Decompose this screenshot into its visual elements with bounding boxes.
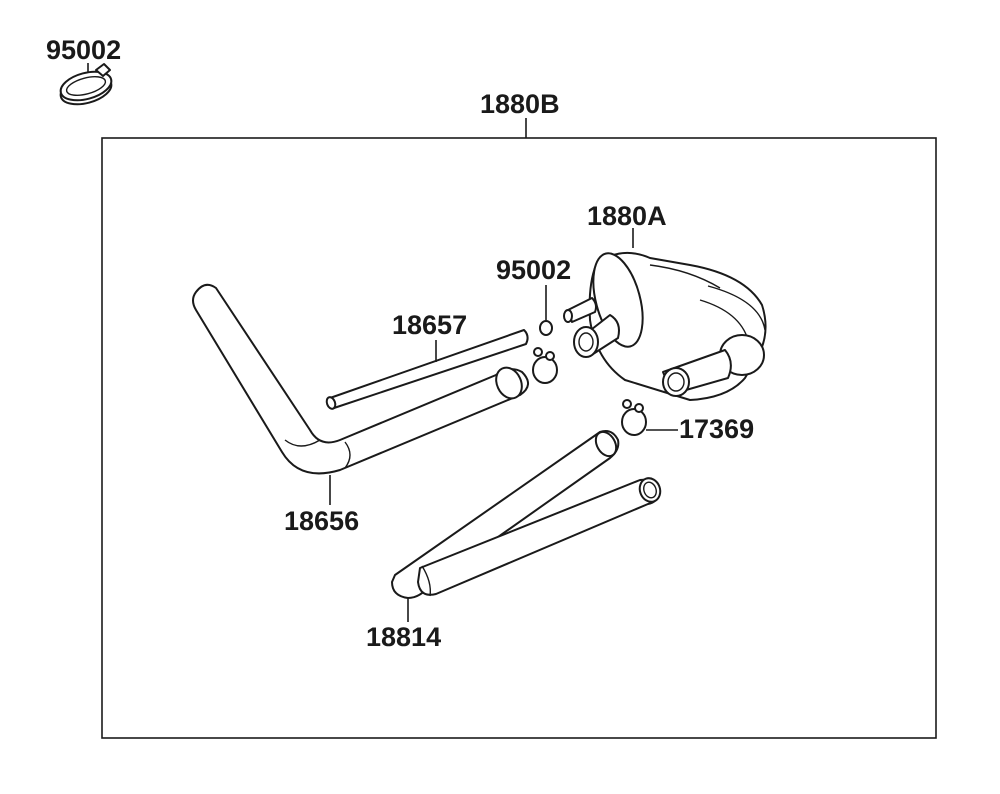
hose-clamp-outside — [59, 63, 113, 106]
label-assembly: 1880B — [480, 89, 560, 119]
label-hose-y: 18814 — [366, 622, 441, 652]
spring-clip-upper — [532, 347, 558, 384]
hose-y-shaped — [391, 430, 662, 599]
valve-body — [563, 251, 767, 401]
label-clip: 17369 — [679, 414, 754, 444]
label-hose-thin: 18657 — [392, 310, 467, 340]
label-clamp-outside: 95002 — [46, 35, 121, 65]
label-valve: 1880A — [587, 201, 667, 231]
label-hose-l: 18656 — [284, 506, 359, 536]
hose-thin — [325, 329, 529, 410]
hose-l-shaped — [192, 283, 529, 475]
spring-clip-lower — [621, 399, 647, 436]
hose-clamp-inside — [539, 320, 553, 336]
assembly-frame — [101, 137, 937, 739]
label-clamp-inside: 95002 — [496, 255, 571, 285]
